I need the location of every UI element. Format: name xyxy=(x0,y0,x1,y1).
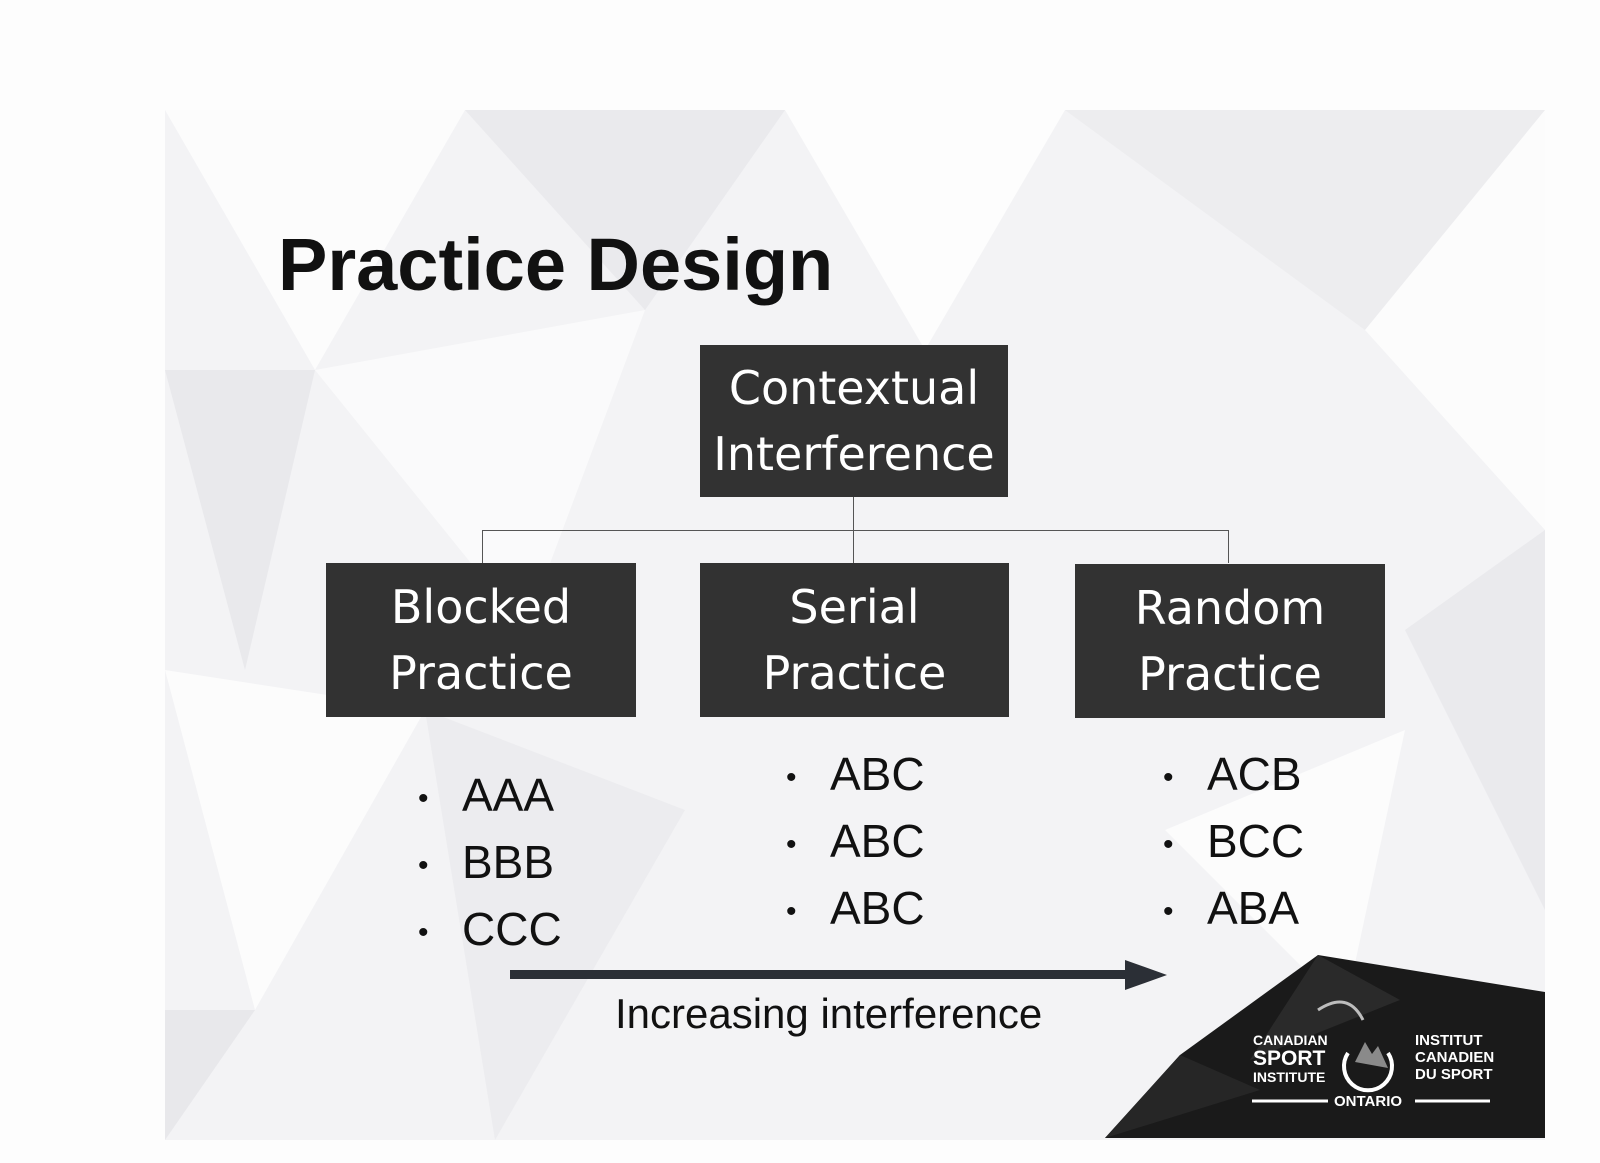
logo-right-text: INSTITUT CANADIEN DU SPORT xyxy=(1415,1032,1495,1083)
random-practice-line2: Practice xyxy=(1138,647,1322,701)
blocked-practice-line1: Blocked xyxy=(390,580,572,634)
logo-bottom-text: ONTARIO xyxy=(1334,1093,1403,1110)
random-practice-box: Random Practice xyxy=(1075,564,1385,718)
root-node-line1: Contextual xyxy=(728,361,980,415)
interference-arrow-shaft xyxy=(510,970,1130,979)
connector-left-vertical xyxy=(482,530,483,563)
serial-practice-box: Serial Practice xyxy=(700,563,1009,717)
bullet-icon: • xyxy=(418,782,429,816)
list-item: •ABC xyxy=(786,875,925,942)
bullet-icon: • xyxy=(786,828,797,862)
list-item: •ABC xyxy=(786,741,925,808)
bullet-icon: • xyxy=(1163,828,1174,862)
list-item: •CCC xyxy=(418,896,562,963)
bullet-icon: • xyxy=(786,895,797,929)
list-item: •ABA xyxy=(1163,875,1304,942)
bullet-icon: • xyxy=(1163,895,1174,929)
bullet-icon: • xyxy=(418,916,429,950)
bullet-icon: • xyxy=(418,849,429,883)
list-item: •BCC xyxy=(1163,808,1304,875)
blocked-practice-list: •AAA •BBB •CCC xyxy=(418,762,562,963)
bullet-icon: • xyxy=(1163,761,1174,795)
blocked-practice-line2: Practice xyxy=(389,646,573,700)
connector-horizontal xyxy=(482,530,1229,531)
arrow-label: Increasing interference xyxy=(615,990,1043,1037)
bullet-icon: • xyxy=(786,761,797,795)
logo-left-text: CANADIAN SPORT INSTITUTE xyxy=(1253,1032,1328,1085)
geometric-pattern xyxy=(165,110,1545,1140)
serial-practice-line2: Practice xyxy=(762,646,947,700)
serial-practice-list: •ABC •ABC •ABC xyxy=(786,741,925,942)
blocked-practice-box: Blocked Practice xyxy=(326,563,636,717)
slide-title: Practice Design xyxy=(278,223,834,306)
random-practice-list: •ACB •BCC •ABA xyxy=(1163,741,1304,942)
random-practice-line1: Random xyxy=(1134,581,1326,635)
list-item: •BBB xyxy=(418,829,562,896)
serial-practice-line1: Serial xyxy=(789,580,920,634)
connector-right-vertical xyxy=(1228,530,1229,563)
arrow-right-icon xyxy=(1125,960,1167,990)
list-item: •ACB xyxy=(1163,741,1304,808)
root-node-line2: Interference xyxy=(713,427,995,481)
list-item: •ABC xyxy=(786,808,925,875)
list-item: •AAA xyxy=(418,762,562,829)
root-node-box: Contextual Interference xyxy=(700,345,1008,497)
